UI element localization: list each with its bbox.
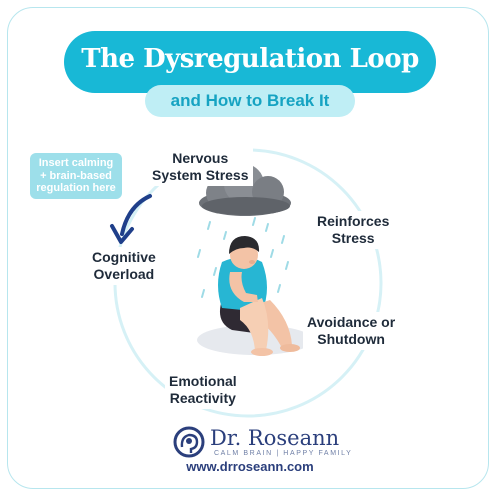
brain-logo-icon <box>173 426 205 458</box>
node-label-line: Shutdown <box>317 331 385 347</box>
node-label-line: Cognitive <box>92 249 156 265</box>
node-label-line: Reinforces <box>317 213 390 229</box>
outer-frame <box>7 7 489 489</box>
title-banner: The Dysregulation Loop <box>64 31 436 93</box>
loop-node-reinforces-stress: Reinforces Stress <box>313 211 394 249</box>
node-label-line: Overload <box>93 266 155 282</box>
brand-logo-block: Dr. Roseann CALM BRAIN | HAPPY FAMILY <box>172 425 351 459</box>
callout-line: + brain-based <box>40 169 112 182</box>
brand-name: Dr. Roseann <box>210 426 340 450</box>
node-label-line: Reactivity <box>169 390 236 406</box>
node-label-line: Avoidance or <box>307 314 396 330</box>
website-link[interactable]: www.drroseann.com <box>186 459 314 474</box>
rain-drops-icon <box>197 217 289 298</box>
node-label-line: System Stress <box>152 167 249 183</box>
rain-cloud-icon <box>199 164 291 216</box>
callout-line: Insert calming <box>38 157 114 170</box>
subtitle-banner: and How to Break It <box>145 85 355 117</box>
brand-tagline: CALM BRAIN | HAPPY FAMILY <box>214 450 353 457</box>
node-label-line: Stress <box>331 230 375 246</box>
callout-line: regulation here <box>36 182 116 195</box>
loop-node-cognitive-overload: Cognitive Overload <box>88 247 160 285</box>
node-label-line: Emotional <box>169 373 237 389</box>
node-label-line: Nervous <box>172 150 229 166</box>
intervention-callout: Insert calming + brain-based regulation … <box>30 153 122 199</box>
loop-node-nervous-system-stress: Nervous System Stress <box>148 148 253 186</box>
page-title: The Dysregulation Loop <box>81 44 419 74</box>
stressed-child-icon <box>197 236 313 356</box>
page-subtitle: and How to Break It <box>170 91 330 110</box>
loop-node-avoidance-or-shutdown: Avoidance or Shutdown <box>303 312 400 350</box>
loop-node-emotional-reactivity: Emotional Reactivity <box>165 371 241 409</box>
